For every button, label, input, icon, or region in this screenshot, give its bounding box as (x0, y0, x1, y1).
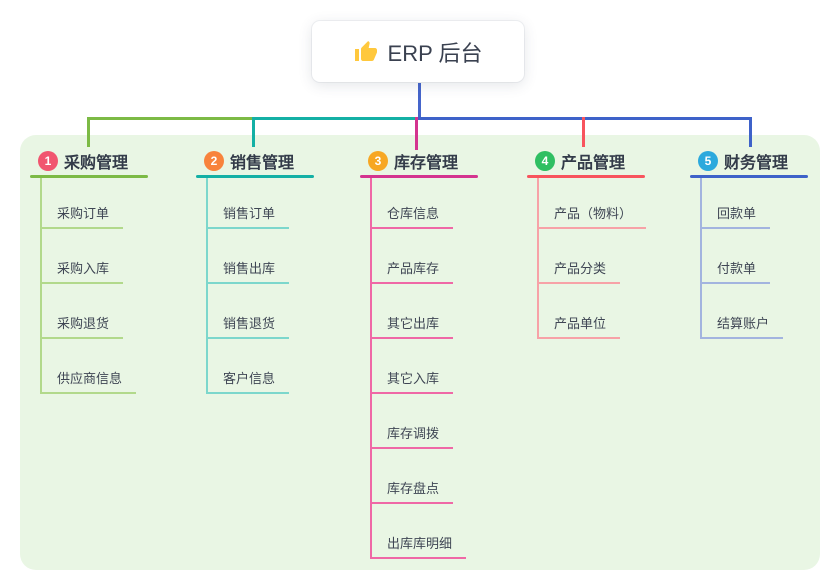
branch-children: 采购订单 采购入库 采购退货 供应商信息 (40, 178, 195, 394)
child-node-label[interactable]: 其它出库 (372, 313, 454, 339)
child-node: 产品分类 (539, 229, 692, 284)
child-node-label[interactable]: 其它入库 (372, 368, 454, 394)
branch-underline (690, 175, 808, 178)
branch-title: 产品管理 (561, 155, 626, 172)
child-node-label[interactable]: 采购退货 (42, 313, 124, 339)
connector-branch2-horizontal (252, 117, 419, 120)
branch-title: 财务管理 (724, 155, 789, 172)
thumbs-up-icon (354, 40, 378, 64)
connector-branch1-horizontal (87, 117, 255, 120)
branch-node[interactable]: 4 产品管理 (527, 150, 692, 172)
branch-node[interactable]: 1 采购管理 (30, 150, 195, 172)
child-node: 采购入库 (42, 229, 195, 284)
branch-title: 采购管理 (64, 155, 129, 172)
branch-underline (30, 175, 148, 178)
child-node: 销售订单 (208, 178, 361, 229)
child-node: 库存盘点 (372, 449, 525, 504)
child-node: 付款单 (702, 229, 839, 284)
child-node-label[interactable]: 产品（物料） (539, 203, 647, 229)
child-node-label[interactable]: 销售退货 (208, 313, 290, 339)
branch-node[interactable]: 5 财务管理 (690, 150, 839, 172)
branch-children: 产品（物料） 产品分类 产品单位 (537, 178, 692, 339)
branch-underline (360, 175, 478, 178)
branch-title: 库存管理 (394, 155, 459, 172)
child-node-label[interactable]: 结算账户 (702, 313, 784, 339)
branch-number-badge: 5 (698, 151, 718, 171)
branch-number-badge: 1 (38, 151, 58, 171)
branch-finance: 5 财务管理 回款单 付款单 结算账户 (690, 150, 839, 339)
branch-underline (196, 175, 314, 178)
root-node[interactable]: ERP 后台 (312, 21, 524, 82)
connector-branch1-drop (87, 117, 90, 147)
child-node: 采购退货 (42, 284, 195, 339)
child-node: 产品单位 (539, 284, 692, 339)
child-node-label[interactable]: 采购订单 (42, 203, 124, 229)
connector-branch3-drop (415, 117, 418, 150)
child-node-label[interactable]: 出库库明细 (372, 533, 467, 559)
child-node: 回款单 (702, 178, 839, 229)
child-node-label[interactable]: 库存调拨 (372, 423, 454, 449)
branch-inventory: 3 库存管理 仓库信息 产品库存 其它出库 其它入库 库存调拨 库存盘点 (360, 150, 525, 559)
child-node: 客户信息 (208, 339, 361, 394)
child-node: 销售退货 (208, 284, 361, 339)
connector-root (418, 82, 421, 120)
branch-title: 销售管理 (230, 155, 295, 172)
child-node-label[interactable]: 库存盘点 (372, 478, 454, 504)
child-node-label[interactable]: 供应商信息 (42, 368, 137, 394)
child-node-label[interactable]: 付款单 (702, 258, 771, 284)
branch-number-badge: 3 (368, 151, 388, 171)
branch-purchase: 1 采购管理 采购订单 采购入库 采购退货 供应商信息 (30, 150, 195, 394)
branch-number-badge: 4 (535, 151, 555, 171)
child-node: 销售出库 (208, 229, 361, 284)
child-node: 其它入库 (372, 339, 525, 394)
branch-product: 4 产品管理 产品（物料） 产品分类 产品单位 (527, 150, 692, 339)
child-node-label[interactable]: 仓库信息 (372, 203, 454, 229)
connector-branch4-drop (582, 117, 585, 147)
child-node: 采购订单 (42, 178, 195, 229)
branch-underline (527, 175, 645, 178)
branch-children: 回款单 付款单 结算账户 (700, 178, 839, 339)
child-node-label[interactable]: 回款单 (702, 203, 771, 229)
branch-children: 仓库信息 产品库存 其它出库 其它入库 库存调拨 库存盘点 出库库明细 (370, 178, 525, 559)
child-node-label[interactable]: 产品单位 (539, 313, 621, 339)
branches-panel (20, 135, 820, 570)
branch-number-badge: 2 (204, 151, 224, 171)
child-node: 产品（物料） (539, 178, 692, 229)
child-node: 其它出库 (372, 284, 525, 339)
branch-node[interactable]: 2 销售管理 (196, 150, 361, 172)
connector-branch5-horizontal (418, 117, 752, 120)
child-node-label[interactable]: 采购入库 (42, 258, 124, 284)
root-label: ERP 后台 (387, 40, 483, 66)
branch-sales: 2 销售管理 销售订单 销售出库 销售退货 客户信息 (196, 150, 361, 394)
child-node: 结算账户 (702, 284, 839, 339)
child-node: 产品库存 (372, 229, 525, 284)
branch-node[interactable]: 3 库存管理 (360, 150, 525, 172)
connector-branch2-drop (252, 117, 255, 147)
child-node-label[interactable]: 产品库存 (372, 258, 454, 284)
child-node: 仓库信息 (372, 178, 525, 229)
child-node: 库存调拨 (372, 394, 525, 449)
child-node: 供应商信息 (42, 339, 195, 394)
child-node-label[interactable]: 销售订单 (208, 203, 290, 229)
child-node-label[interactable]: 销售出库 (208, 258, 290, 284)
child-node-label[interactable]: 客户信息 (208, 368, 290, 394)
branch-children: 销售订单 销售出库 销售退货 客户信息 (206, 178, 361, 394)
child-node-label[interactable]: 产品分类 (539, 258, 621, 284)
connector-branch5-drop (749, 117, 752, 147)
child-node: 出库库明细 (372, 504, 525, 559)
